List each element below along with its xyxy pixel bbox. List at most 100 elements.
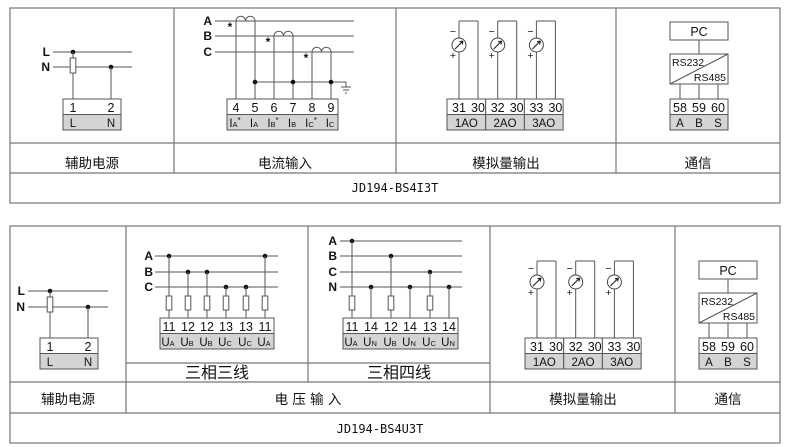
section-label-communication: 通信: [715, 392, 742, 408]
plus-sign: +: [528, 287, 534, 299]
panel-jd194-bs4u3t: 辅助电源三相三线三相四线电 压 输 入模拟量输出通信JD194-BS4U3TLN…: [9, 225, 781, 444]
fuse-icon: [222, 295, 230, 311]
phase-label-c: C: [203, 45, 212, 59]
terminal-label-row: [342, 333, 459, 350]
terminal-number: 11: [346, 320, 359, 334]
meter-needle-icon: [532, 277, 542, 287]
phase-label-n: N: [16, 300, 25, 314]
terminal-label-main: U: [344, 337, 352, 349]
terminal-label-row: [601, 353, 642, 370]
terminal-number: 14: [442, 320, 456, 334]
terminal-number: 59: [721, 340, 735, 354]
rs485-label: RS485: [694, 72, 726, 84]
meter-needle-icon: [454, 40, 464, 50]
terminal-label: N: [107, 118, 115, 130]
terminal-label-main: U: [383, 337, 391, 349]
terminal-label-row: [62, 114, 122, 131]
phase-label-a: A: [328, 234, 337, 248]
fuse-icon: [184, 295, 192, 311]
section-label-three-phase-three-wire: 三相三线: [185, 363, 249, 382]
terminal-number: 58: [702, 340, 716, 354]
fuse-icon: [242, 295, 250, 311]
meter-needle-icon: [610, 277, 619, 287]
phase-label-l: L: [43, 45, 50, 59]
terminal-label-row: [226, 114, 339, 131]
terminal-number: 58: [673, 101, 687, 115]
terminal-label: 2AO: [494, 118, 517, 130]
terminal-label-sub: B: [271, 120, 276, 129]
plus-sign: +: [527, 50, 533, 62]
minus-sign: −: [528, 263, 534, 275]
phase-label-c: C: [328, 265, 337, 279]
terminal-label-sub: C: [308, 120, 314, 129]
panel-frame: [9, 7, 781, 204]
terminal-label-main: U: [238, 337, 246, 349]
fuse-icon: [203, 295, 211, 311]
section-label-current-input: 电流输入: [258, 156, 312, 172]
ground-icon: [341, 82, 351, 94]
minus-sign: −: [527, 26, 533, 38]
minus-sign: −: [567, 263, 573, 275]
terminal-label: A: [676, 118, 684, 130]
terminal-label-sub: B: [189, 339, 194, 348]
plus-sign: +: [567, 287, 573, 299]
terminal-number: 1: [47, 340, 54, 354]
terminal-number: 8: [309, 101, 316, 115]
terminal-number-row: [342, 317, 459, 334]
section-label-analog-output: 模拟量输出: [549, 392, 617, 408]
terminal-label-sub: B: [208, 339, 213, 348]
polarity-star: *: [266, 35, 271, 49]
terminal-label: B: [724, 357, 732, 369]
terminal-label: B: [695, 118, 703, 130]
junction-dot: [252, 79, 258, 85]
terminal-number: 33: [529, 101, 543, 115]
terminal-number: 32: [569, 340, 583, 354]
panel-jd194-bs4i3t: 辅助电源电流输入模拟量输出通信JD194-BS4I3TLN1L2NABC***4…: [9, 7, 781, 204]
terminal-number: 2: [108, 101, 115, 115]
plus-sign: +: [605, 287, 611, 299]
terminal-label: UN: [402, 337, 416, 349]
terminal-label-row: [39, 353, 99, 370]
terminal-label: IB*: [267, 116, 278, 130]
terminal-number: 6: [271, 101, 278, 115]
terminal-label-main: U: [199, 337, 207, 349]
terminal-label: UA: [161, 337, 174, 349]
plus-sign: +: [450, 50, 456, 62]
terminal-number: 4: [233, 101, 240, 115]
polarity-star: *: [228, 20, 233, 34]
terminal-label-sub: A: [253, 120, 258, 129]
terminal-label-row: [159, 333, 275, 350]
terminal-label: S: [743, 357, 751, 369]
model-name: JD194-BS4U3T: [337, 422, 424, 436]
terminal-number: 14: [403, 320, 417, 334]
phase-label-l: L: [18, 284, 25, 298]
fuse-icon: [165, 295, 173, 311]
rs232-label: RS232: [672, 57, 704, 69]
terminal-number-row: [159, 317, 275, 334]
current-transformer-icon: [311, 46, 332, 53]
terminal-number: 60: [711, 101, 725, 115]
fuse-icon: [387, 295, 395, 311]
terminal-label: UC: [218, 337, 232, 349]
fuse-icon: [69, 57, 77, 74]
current-transformer-icon: [235, 15, 256, 22]
terminal-label: L: [70, 118, 77, 130]
terminal-number: 30: [548, 101, 562, 115]
terminal-label-main: U: [161, 337, 169, 349]
fuse-icon: [261, 295, 269, 311]
phase-label-a: A: [144, 249, 153, 263]
terminal-label-sub: C: [430, 339, 436, 348]
meter-needle-icon: [571, 277, 581, 287]
terminal-label-sub: A: [353, 339, 358, 348]
terminal-number: 7: [290, 101, 297, 115]
terminal-number: 30: [626, 340, 640, 354]
